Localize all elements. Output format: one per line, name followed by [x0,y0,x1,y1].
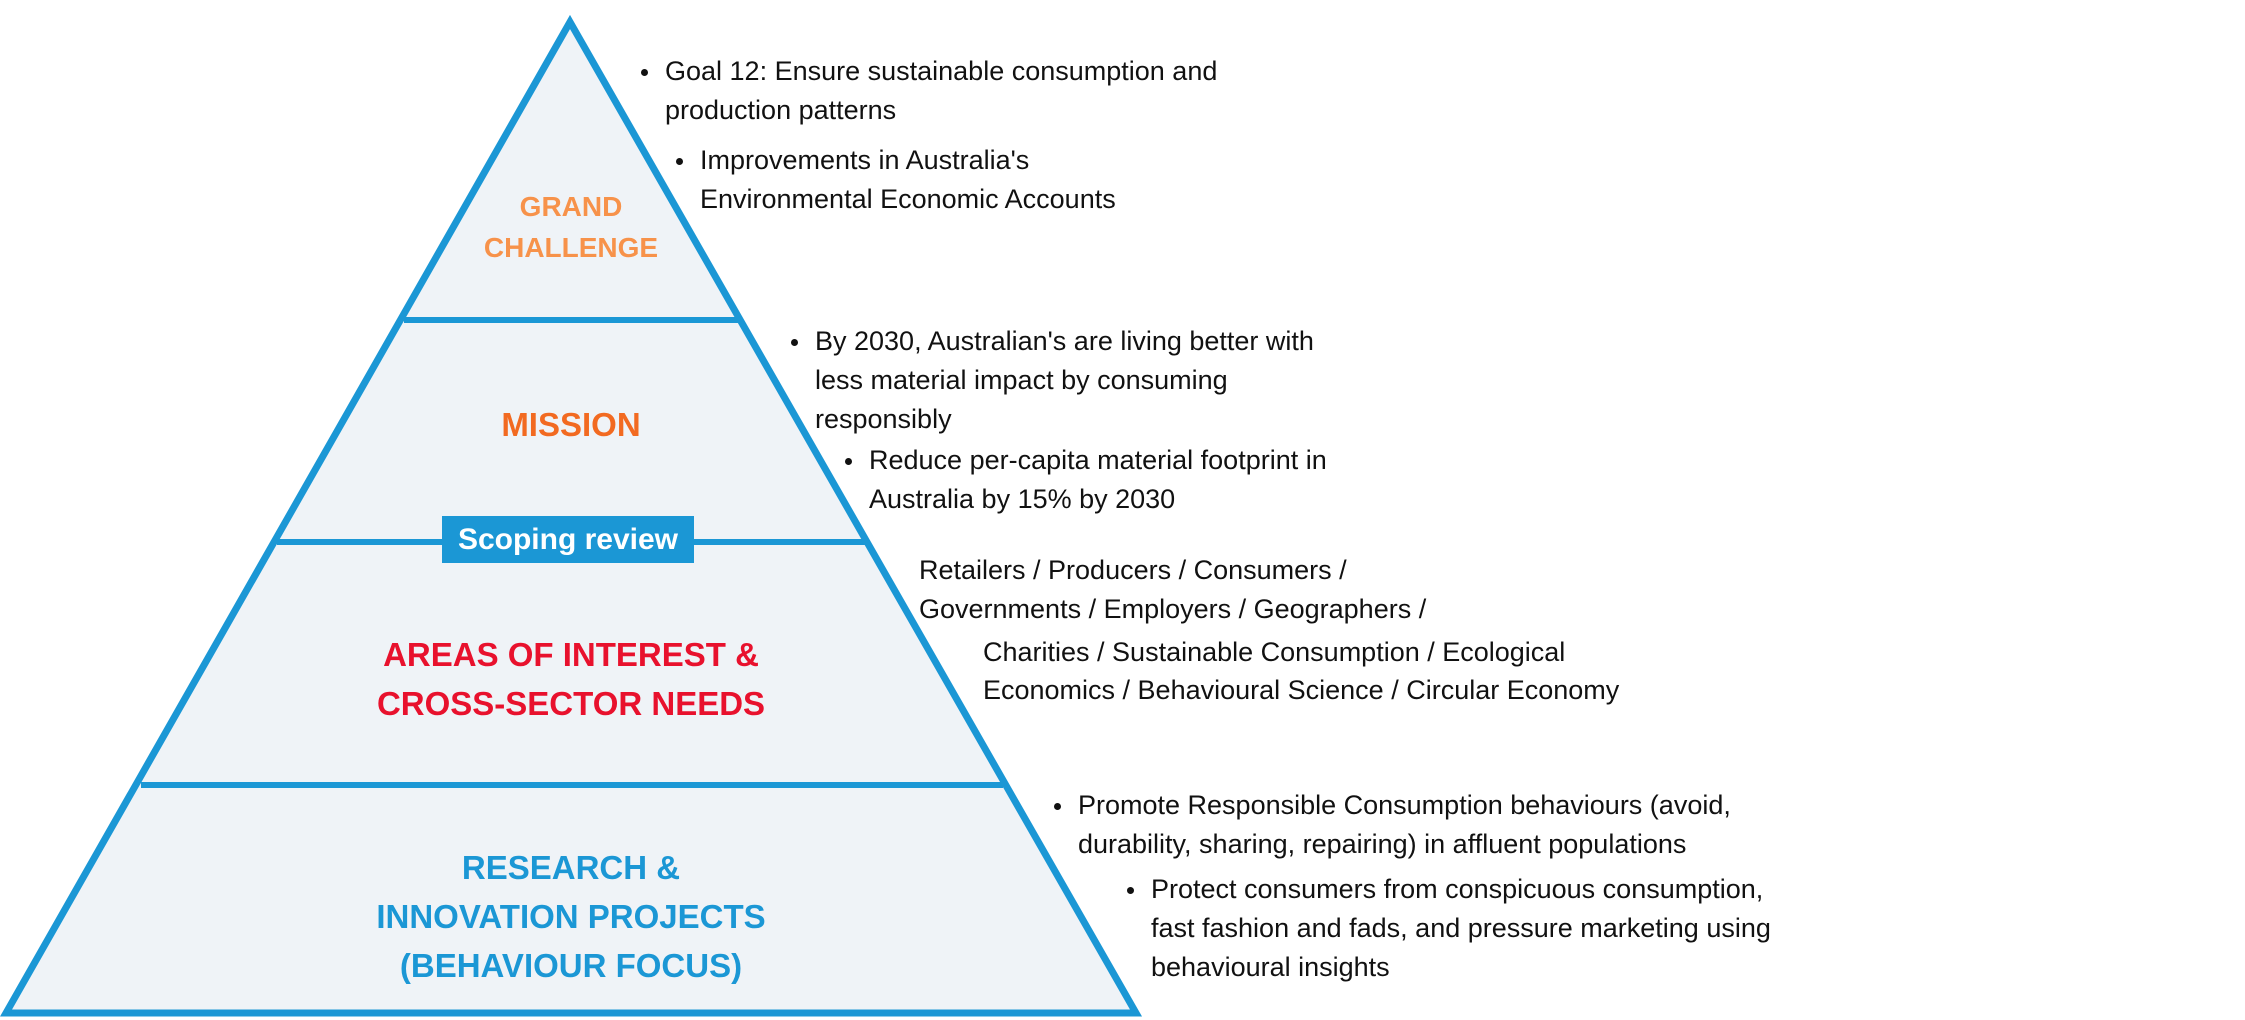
grand-challenge-bullet-2: Improvements in Australia's Environmenta… [676,141,1180,219]
tier-research-line2: INNOVATION PROJECTS [376,898,766,935]
mission-bullets: By 2030, Australian's are living better … [791,322,1335,439]
areas-note-line-3: Charities / Sustainable Consumption / Ec… [983,637,1566,667]
grand-challenge-notes: Goal 12: Ensure sustainable consumption … [641,52,1225,130]
research-bullet-2: Protect consumers from conspicuous consu… [1127,870,1791,987]
areas-note-line-4: Economics / Behavioural Science / Circul… [983,675,1620,705]
tier-research-line3: (BEHAVIOUR FOCUS) [399,947,743,984]
mission-notes: By 2030, Australian's are living better … [791,322,1335,439]
mission-bullet-1: By 2030, Australian's are living better … [791,322,1335,439]
areas-note-line-2: Governments / Employers / Geographers / [919,594,1427,624]
grand-challenge-bullet-1: Goal 12: Ensure sustainable consumption … [641,52,1225,130]
tier-grand-challenge-label: GRAND CHALLENGE [484,186,658,268]
research-notes-sub: Protect consumers from conspicuous consu… [1127,870,1791,987]
grand-challenge-bullets: Goal 12: Ensure sustainable consumption … [641,52,1225,130]
mission-sub-bullets: Reduce per-capita material footprint in … [845,441,1329,519]
tier-areas-line1: AREAS OF INTEREST & [383,636,759,673]
mission-bullet-2: Reduce per-capita material footprint in … [845,441,1329,519]
tier-grand-challenge-line1: GRAND [519,191,623,222]
scoping-review-badge: Scoping review [442,516,694,563]
research-sub-bullets: Protect consumers from conspicuous consu… [1127,870,1791,987]
research-bullet-1: Promote Responsible Consumption behaviou… [1054,786,1778,864]
grand-challenge-sub-bullets: Improvements in Australia's Environmenta… [676,141,1180,219]
tier-areas-line2: CROSS-SECTOR NEEDS [376,685,766,722]
grand-challenge-notes-sub: Improvements in Australia's Environmenta… [676,141,1180,219]
tier-mission-line1: MISSION [501,406,641,443]
tier-mission-label: MISSION [501,401,640,449]
tier-grand-challenge-line2: CHALLENGE [483,232,659,263]
mission-notes-sub: Reduce per-capita material footprint in … [845,441,1329,519]
areas-note-line-1: Retailers / Producers / Consumers / [919,555,1347,585]
research-notes: Promote Responsible Consumption behaviou… [1054,786,1778,864]
tier-research-label: RESEARCH & INNOVATION PROJECTS (BEHAVIOU… [376,843,765,990]
tier-areas-label: AREAS OF INTEREST & CROSS-SECTOR NEEDS [377,630,765,728]
tier-research-line1: RESEARCH & [461,849,681,886]
research-bullets: Promote Responsible Consumption behaviou… [1054,786,1778,864]
